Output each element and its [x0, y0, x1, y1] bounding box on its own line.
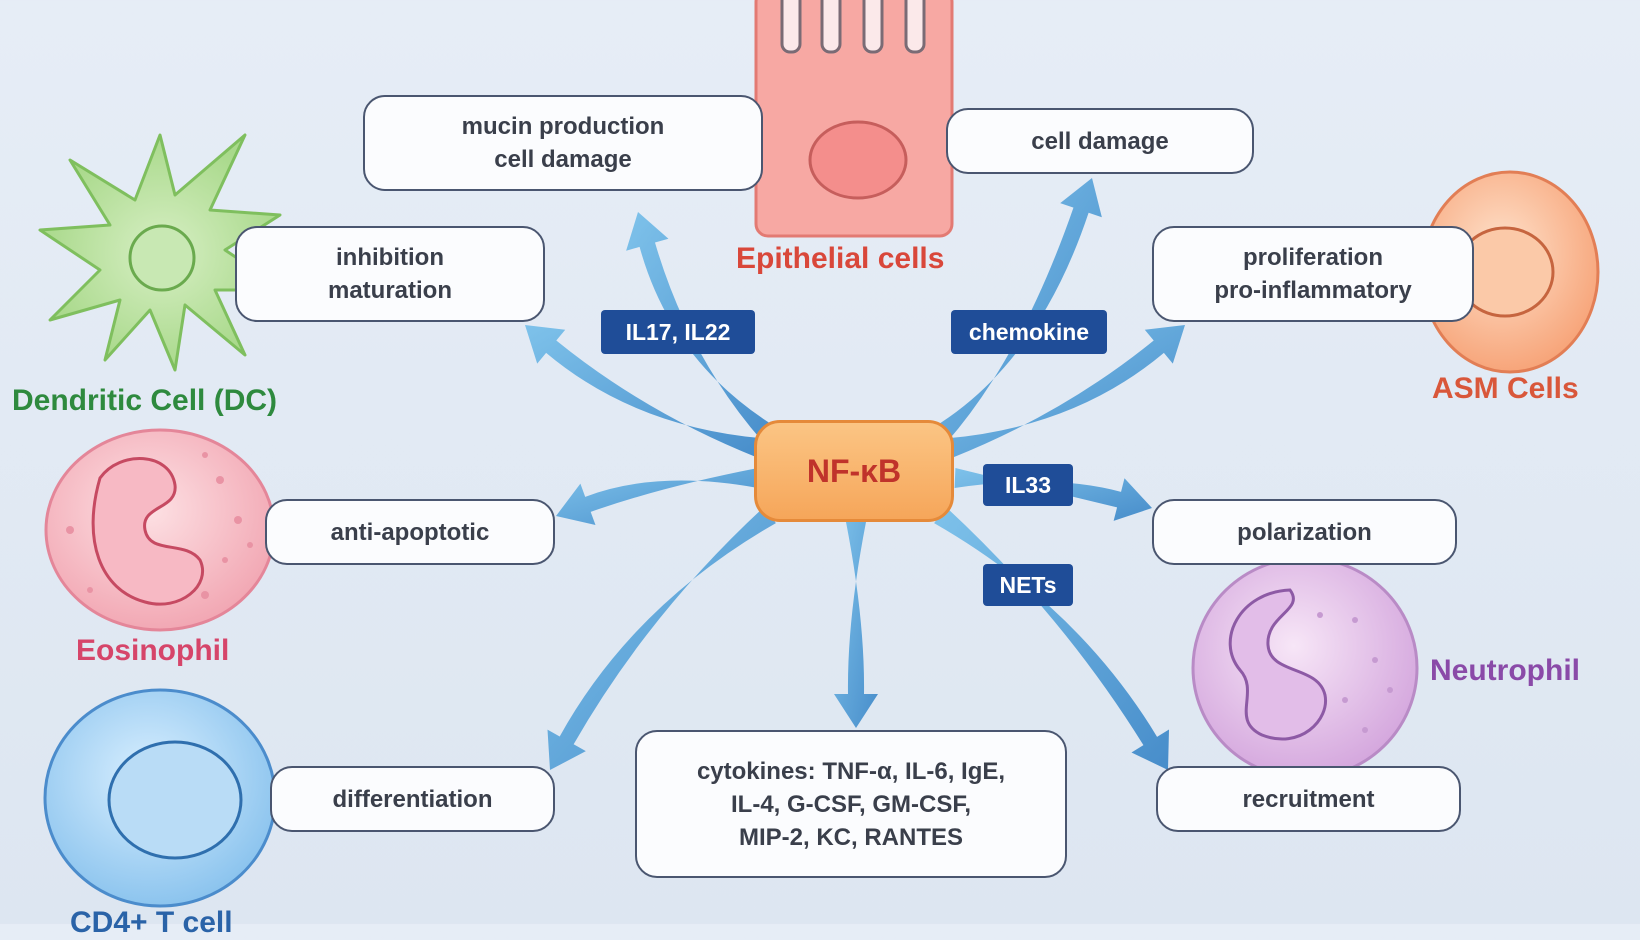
arrow-to-asm — [947, 325, 1185, 458]
box-line: recruitment — [1242, 785, 1375, 813]
arrow-to-cd4 — [547, 506, 776, 770]
tag-il33: IL33 — [983, 464, 1073, 506]
box-line: IL-4, G-CSF, GM-CSF, — [731, 790, 971, 818]
epithelial-cell-damage-box: cell damage — [946, 108, 1254, 174]
tag-text: IL17, IL22 — [625, 318, 731, 345]
tag-text: IL33 — [1004, 471, 1052, 498]
tag-chemokine: chemokine — [951, 310, 1107, 354]
epithelial-cell-icon — [754, 0, 954, 238]
eosinophil-effect-box: anti-apoptotic — [265, 499, 555, 565]
arrow-to-cytokines — [834, 522, 878, 728]
box-line: inhibition — [336, 244, 444, 271]
cytokines-box: cytokines: TNF-α, IL-6, IgE, IL-4, G-CSF… — [635, 730, 1067, 878]
box-line: cytokines: TNF-α, IL-6, IgE, — [696, 757, 1006, 785]
asm-effect-box: proliferation pro-inflammatory — [1152, 226, 1474, 322]
arrow-to-mucin — [626, 212, 777, 443]
box-line: anti-apoptotic — [330, 518, 490, 546]
box-line: mucin production — [461, 113, 665, 140]
box-line: proliferation — [1242, 244, 1383, 271]
arrow-group — [525, 178, 1185, 770]
eosinophil-label: Eosinophil — [76, 634, 230, 667]
dendritic-cell-label: Dendritic Cell (DC) — [12, 384, 278, 417]
epithelial-cells-label: Epithelial cells — [736, 242, 945, 275]
arrow-to-dc — [525, 325, 763, 458]
arrow-to-recruitment — [934, 506, 1170, 770]
cd4-t-cell-icon — [43, 688, 277, 908]
mucin-cell-damage-box: mucin production cell damage — [363, 95, 763, 191]
box-line: pro-inflammatory — [1214, 277, 1412, 304]
box-line: cell damage — [1031, 127, 1169, 155]
asm-cells-label: ASM Cells — [1432, 372, 1579, 405]
box-line: maturation — [327, 277, 452, 304]
tag-il17-il22: IL17, IL22 — [601, 310, 755, 354]
box-line: differentiation — [332, 785, 493, 813]
eosinophil-icon — [44, 428, 276, 632]
arrow-to-eosinophil — [556, 468, 758, 525]
arrow-to-cell-damage — [933, 178, 1102, 443]
dendritic-cell-icon — [38, 133, 287, 372]
nf-kb-node: NF-κB — [754, 420, 954, 522]
neutrophil-label: Neutrophil — [1430, 654, 1580, 687]
nf-kb-label: NF-κB — [806, 452, 902, 489]
box-line: polarization — [1237, 518, 1372, 546]
neutrophil-polarization-box: polarization — [1152, 499, 1457, 565]
box-line: cell damage — [494, 146, 632, 173]
cd4-t-cell-label: CD4+ T cell — [70, 906, 233, 939]
cd4-effect-box: differentiation — [270, 766, 555, 832]
neutrophil-recruitment-box: recruitment — [1156, 766, 1461, 832]
tag-nets: NETs — [983, 564, 1073, 606]
tag-text: NETs — [999, 571, 1057, 598]
neutrophil-icon — [1191, 556, 1419, 780]
tag-text: chemokine — [968, 318, 1090, 345]
box-line: MIP-2, KC, RANTES — [738, 823, 963, 851]
dc-effect-box: inhibition maturation — [235, 226, 545, 322]
